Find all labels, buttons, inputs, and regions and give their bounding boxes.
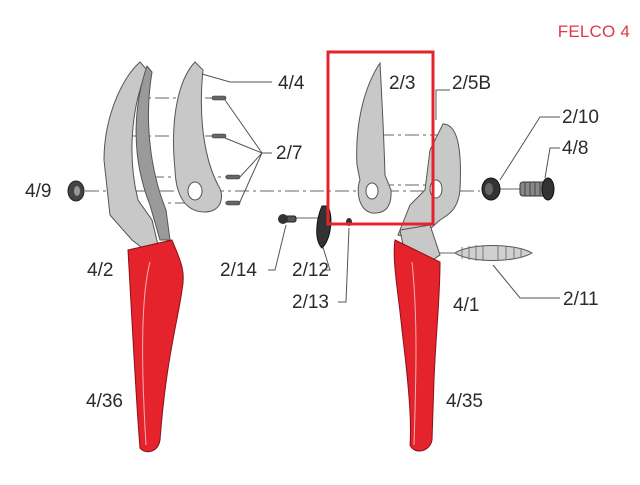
bolt-4-8 [519, 177, 555, 201]
part-label-4-8: 4/8 [562, 138, 589, 159]
part-label-2-10: 2/10 [562, 107, 599, 128]
screw-2-14 [278, 214, 297, 224]
part-label-2-13: 2/13 [292, 292, 329, 313]
part-label-4-35: 4/35 [446, 391, 483, 412]
part-label-4-4: 4/4 [278, 73, 305, 94]
highlight-box [326, 50, 435, 226]
bushing-2-10 [481, 177, 501, 201]
part-label-4-9: 4/9 [25, 181, 52, 202]
part-label-2-5b: 2/5B [452, 73, 492, 94]
left-handle-4-36 [127, 239, 184, 453]
part-label-2-11: 2/11 [563, 289, 599, 310]
leader-lines [201, 73, 560, 303]
part-label-2-3: 2/3 [389, 73, 416, 94]
upper-blade-4-2 [103, 61, 171, 251]
spring-2-11 [454, 245, 533, 261]
part-label-4-36: 4/36 [86, 391, 123, 412]
part-label-4-1: 4/1 [453, 295, 480, 316]
part-label-2-7: 2/7 [276, 143, 303, 164]
cutting-blade-2-3 [356, 61, 392, 214]
part-label-2-14: 2/14 [220, 260, 257, 281]
part-label-4-2: 4/2 [87, 260, 114, 281]
product-title: FELCO 4 [557, 22, 630, 41]
nut-4-9 [67, 180, 85, 202]
part-label-2-12: 2/12 [292, 260, 329, 281]
screws-2-7 [211, 95, 241, 206]
right-handle-4-35 [393, 239, 441, 452]
anvil-plate-4-4 [173, 61, 222, 213]
